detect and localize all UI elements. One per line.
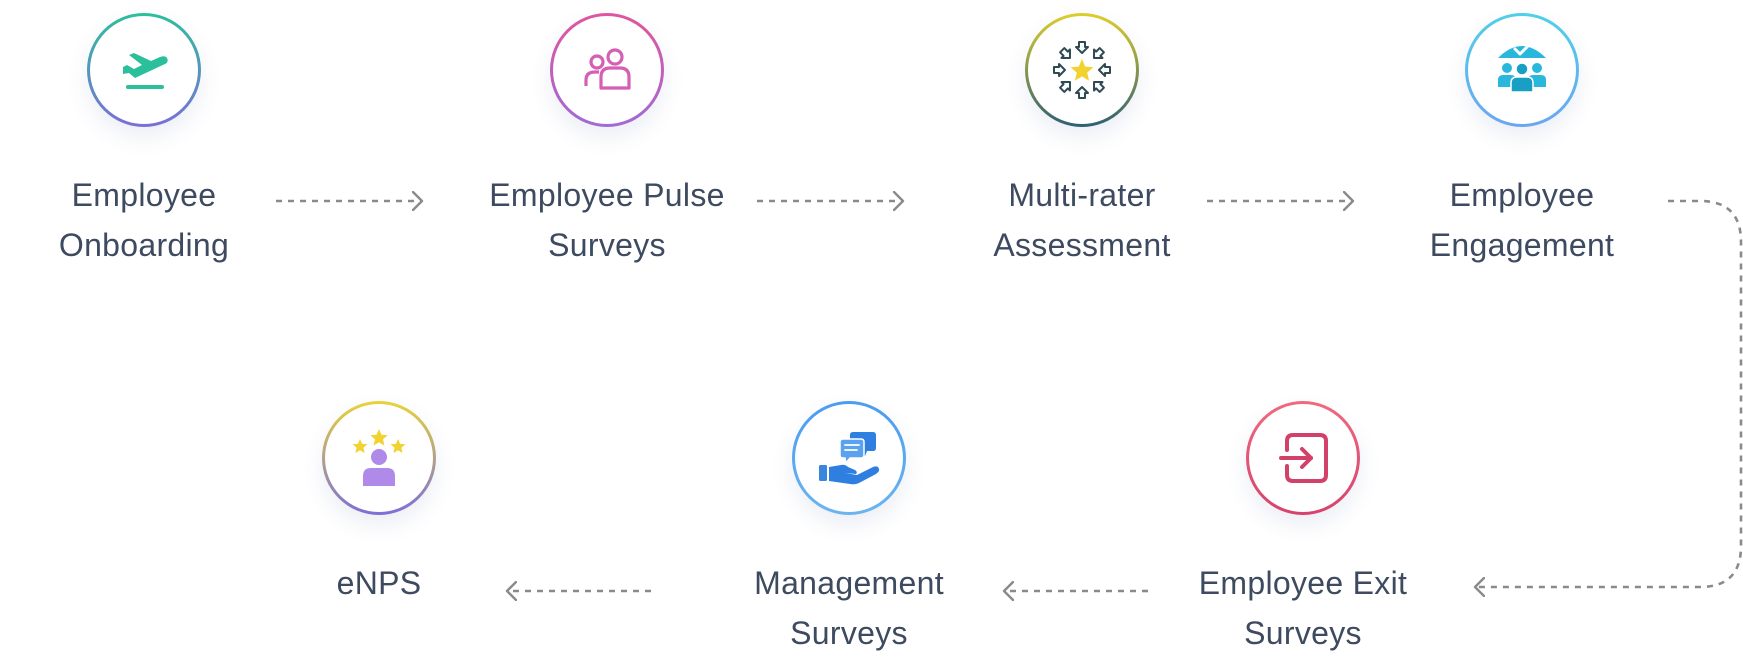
- icon-ring: [1465, 13, 1579, 127]
- step-label-line: Multi-rater: [1008, 177, 1156, 213]
- team-umbrella-icon: [1498, 43, 1546, 93]
- step-label: Employee Exit Surveys: [1173, 558, 1433, 658]
- airplane-takeoff-icon: [123, 53, 168, 89]
- icon-ring: [322, 401, 436, 515]
- step-label: eNPS: [249, 558, 509, 608]
- person-stars-icon: [352, 429, 406, 486]
- step-label-line: Onboarding: [58, 227, 230, 263]
- step-label: Employee Onboarding: [14, 170, 274, 270]
- icon-ring: [550, 13, 664, 127]
- step-label-line: Engagement: [1429, 227, 1615, 263]
- step-label: Multi-rater Assessment: [952, 170, 1212, 270]
- step-label-line: Surveys: [548, 227, 666, 263]
- step-label-line: Employee: [71, 177, 217, 213]
- step-label-line: Employee Pulse: [489, 177, 725, 213]
- step-label-line: Surveys: [1244, 615, 1362, 651]
- step-label: Employee Engagement: [1392, 170, 1652, 270]
- step-label-line: Assessment: [993, 227, 1171, 263]
- two-people-icon: [584, 48, 631, 90]
- step-label-line: Management: [754, 565, 944, 601]
- step-label: Management Surveys: [719, 558, 979, 658]
- exit-arrow-icon: [1279, 433, 1328, 483]
- step-label-line: Employee Exit: [1198, 565, 1408, 601]
- icon-ring: [1025, 13, 1139, 127]
- step-label: Employee Pulse Surveys: [477, 170, 737, 270]
- step-label-line: Surveys: [790, 615, 908, 651]
- icon-ring: [792, 401, 906, 515]
- icon-ring: [87, 13, 201, 127]
- star-arrows-icon: [1053, 41, 1111, 99]
- icon-ring: [1246, 401, 1360, 515]
- step-label-line: Employee: [1449, 177, 1595, 213]
- hand-chat-icon: [819, 432, 880, 485]
- connector-arrow: [1475, 199, 1743, 587]
- step-label-line: eNPS: [336, 565, 422, 601]
